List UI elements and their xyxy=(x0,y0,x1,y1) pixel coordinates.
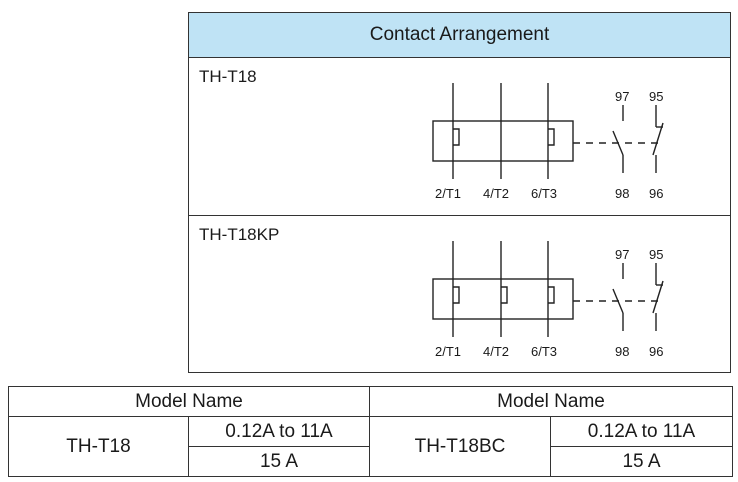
range-cell: 0.12A to 11A xyxy=(550,416,733,447)
aux-terminal-label: 96 xyxy=(649,186,663,201)
aux-terminal-label: 95 xyxy=(649,247,663,262)
aux-terminal-label: 98 xyxy=(615,186,629,201)
aux-terminal-label: 97 xyxy=(615,89,629,104)
range-cell: 0.12A to 11A xyxy=(188,416,370,447)
aux-terminal-label: 95 xyxy=(649,89,663,104)
contact-arrangement-box: Contact Arrangement TH-T18 xyxy=(188,12,731,373)
model-label: TH-T18 xyxy=(199,67,257,86)
diagram-panel-th-t18: TH-T18 xyxy=(189,57,730,216)
aux-terminal-label: 98 xyxy=(615,344,629,359)
model-table: Model Name Model Name TH-T18 0.12A to 11… xyxy=(8,386,733,477)
model-cell: TH-T18BC xyxy=(369,416,551,477)
rating-cell: 15 A xyxy=(550,446,733,477)
model-label: TH-T18KP xyxy=(199,225,280,244)
contact-diagram: 2/T1 4/T2 6/T3 97 95 98 96 xyxy=(432,241,664,359)
terminal-label: 6/T3 xyxy=(531,186,557,201)
diagram-panel-th-t18kp: TH-T18KP 2/T1 4/T2 xyxy=(189,215,730,372)
contact-arrangement-header: Contact Arrangement xyxy=(189,13,730,58)
rating-cell: 15 A xyxy=(188,446,370,477)
contact-diagram: 2/T1 4/T2 6/T3 97 95 98 96 xyxy=(432,83,664,201)
terminal-label: 2/T1 xyxy=(435,344,461,359)
model-name-header: Model Name xyxy=(369,386,733,417)
terminal-label: 6/T3 xyxy=(531,344,557,359)
aux-terminal-label: 96 xyxy=(649,344,663,359)
model-name-header: Model Name xyxy=(8,386,370,417)
terminal-label: 4/T2 xyxy=(483,344,509,359)
model-cell: TH-T18 xyxy=(8,416,189,477)
terminal-label: 4/T2 xyxy=(483,186,509,201)
aux-terminal-label: 97 xyxy=(615,247,629,262)
terminal-label: 2/T1 xyxy=(435,186,461,201)
